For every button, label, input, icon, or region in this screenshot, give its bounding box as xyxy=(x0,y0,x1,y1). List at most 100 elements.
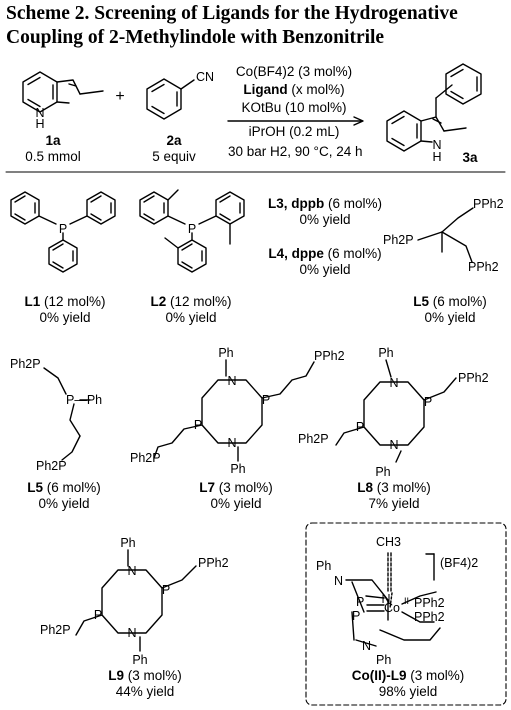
condition-catalyst: Co(BF4)2 (3 mol%) xyxy=(235,64,353,79)
structure-L2 xyxy=(139,189,245,273)
structure-L1 xyxy=(10,191,116,273)
label-2a: 2a 5 equiv xyxy=(139,133,209,165)
group-PPh-L5c: P—Ph xyxy=(66,393,102,407)
structure-L5-tripod xyxy=(417,207,474,263)
atom-N-L9a: N xyxy=(127,564,136,578)
ligand-loading: (12 mol%) xyxy=(44,294,106,309)
group-Ph2P-L5a: Ph2P xyxy=(383,233,414,247)
atom-H-3a: H xyxy=(432,150,441,164)
group-PPh2-CoL9b: PPh2 xyxy=(414,610,445,624)
structure-L8 xyxy=(335,359,457,463)
group-Ph-L7a: Ph xyxy=(218,346,233,360)
group-Ph-CoL9b: Ph xyxy=(376,653,391,667)
caption-L1: L1 (12 mol%) 0% yield xyxy=(10,294,120,326)
ligand-loading: (6 mol%) xyxy=(46,480,101,495)
ligand-id: L1 xyxy=(24,294,41,309)
atom-N-3a: N xyxy=(432,138,441,152)
caption-CoL9: Co(II)-L9 (3 mol%) 98% yield xyxy=(330,668,486,700)
group-PPh2-L8: PPh2 xyxy=(458,371,489,385)
co-oxidation-state: II xyxy=(404,596,409,606)
ligand-yield: 0% yield xyxy=(210,496,262,511)
condition-ligand: Ligand (x mol%) xyxy=(228,81,360,99)
ligand-yield: 0% yield xyxy=(299,262,351,277)
atom-P-L7a: P xyxy=(262,393,270,407)
caption-L9: L9 (3 mol%) 44% yield xyxy=(90,668,200,700)
atom-Co-CoL9: Co xyxy=(384,601,400,615)
group-PPh2-L5a: PPh2 xyxy=(473,197,504,211)
group-Ph-L8a: Ph xyxy=(378,346,393,360)
structure-CoL9 xyxy=(305,522,507,706)
ligand-id: L5 xyxy=(413,294,429,309)
group-Ph-L7b: Ph xyxy=(230,462,245,476)
group-Ph-CoL9a: Ph xyxy=(316,559,331,573)
ligand-id: L7 xyxy=(199,480,215,495)
amount-2a: 5 equiv xyxy=(152,149,196,164)
group-PPh2-L7: PPh2 xyxy=(314,349,345,363)
atom-N-CoL9a: N xyxy=(334,574,343,588)
compound-id-1a: 1a xyxy=(45,133,61,148)
label-3a: 3a xyxy=(450,150,490,166)
compound-id-2a: 2a xyxy=(166,133,182,148)
ligand-loading: (12 mol%) xyxy=(170,294,232,309)
group-Ph2P-L8: Ph2P xyxy=(298,432,329,446)
condition-base: KOtBu (10 mol%) xyxy=(241,100,347,115)
ligand-yield: 0% yield xyxy=(299,212,351,227)
ligand-yield: 0% yield xyxy=(165,310,217,325)
atom-N-L9b: N xyxy=(127,626,136,640)
ligand-yield: 7% yield xyxy=(368,496,420,511)
caption-L5-tripod: L5 (6 mol%) 0% yield xyxy=(400,294,500,326)
ligand-id: L9 xyxy=(108,668,124,683)
caption-L4: L4, dppe (6 mol%) 0% yield xyxy=(262,246,388,278)
atom-P-L2: P xyxy=(188,222,196,236)
ligand-yield: 0% yield xyxy=(39,310,91,325)
group-PPh2-L9: PPh2 xyxy=(198,556,229,570)
atom-N-L7a: N xyxy=(227,374,236,388)
atom-N-CoL9-nitrile: N xyxy=(381,592,390,606)
structure-L5-linear xyxy=(43,367,91,461)
plus-sign: + xyxy=(115,88,125,105)
caption-L7: L7 (3 mol%) 0% yield xyxy=(186,480,286,512)
title-line-2: Coupling of 2-Methylindole with Benzonit… xyxy=(6,27,385,48)
group-Ph2P-L5c: Ph2P xyxy=(10,357,41,371)
group-PPh2-CoL9a: PPh2 xyxy=(414,596,445,610)
ligand-loading: (6 mol%) xyxy=(432,294,487,309)
ligand-yield: 44% yield xyxy=(115,684,175,699)
atom-P-CoL9a: P xyxy=(356,595,364,609)
compound-id-3a: 3a xyxy=(462,150,478,165)
atom-P-CoL9b: P xyxy=(352,609,360,623)
ligand-yield: 0% yield xyxy=(38,496,90,511)
atom-N-1a: N xyxy=(35,106,44,120)
group-CH3-CoL9: CH3 xyxy=(376,535,401,549)
group-Ph-L9a: Ph xyxy=(120,536,135,550)
ligand-id: Co(II)-L9 xyxy=(351,668,407,683)
atom-N-L7b: N xyxy=(227,436,236,450)
group-PPh2-L5b: PPh2 xyxy=(468,260,499,274)
atom-H-1a: H xyxy=(35,117,44,131)
ligand-word: Ligand xyxy=(243,82,288,97)
caption-L8: L8 (3 mol%) 7% yield xyxy=(344,480,444,512)
atom-N-CoL9b: N xyxy=(362,639,371,653)
group-CN-2a: CN xyxy=(196,70,214,84)
caption-L2: L2 (12 mol%) 0% yield xyxy=(136,294,246,326)
ligand-id: L2 xyxy=(150,294,167,309)
ligand-id: L4, dppe xyxy=(268,246,324,261)
structure-1a xyxy=(22,71,104,113)
group-Ph-L9b: Ph xyxy=(132,653,147,667)
structure-L9 xyxy=(75,549,197,652)
group-Ph2P-L5d: Ph2P xyxy=(36,459,67,473)
atom-P-L9b: P xyxy=(94,608,102,622)
ligand-id: L3, dppb xyxy=(267,196,325,211)
structure-3a xyxy=(386,63,482,152)
caption-L5-linear: L5 (6 mol%) 0% yield xyxy=(14,480,114,512)
ligand-yield: 98% yield xyxy=(378,684,438,699)
amount-1a: 0.5 mmol xyxy=(25,149,81,164)
atom-N-L8b: N xyxy=(389,438,398,452)
group-Ph2P-L9: Ph2P xyxy=(40,623,71,637)
label-1a: 1a 0.5 mmol xyxy=(18,133,88,165)
ligand-loading: (6 mol%) xyxy=(328,196,383,211)
structure-2a xyxy=(146,78,195,120)
ligand-loading: (3 mol%) xyxy=(218,480,273,495)
atom-P-L8a: P xyxy=(424,395,432,409)
